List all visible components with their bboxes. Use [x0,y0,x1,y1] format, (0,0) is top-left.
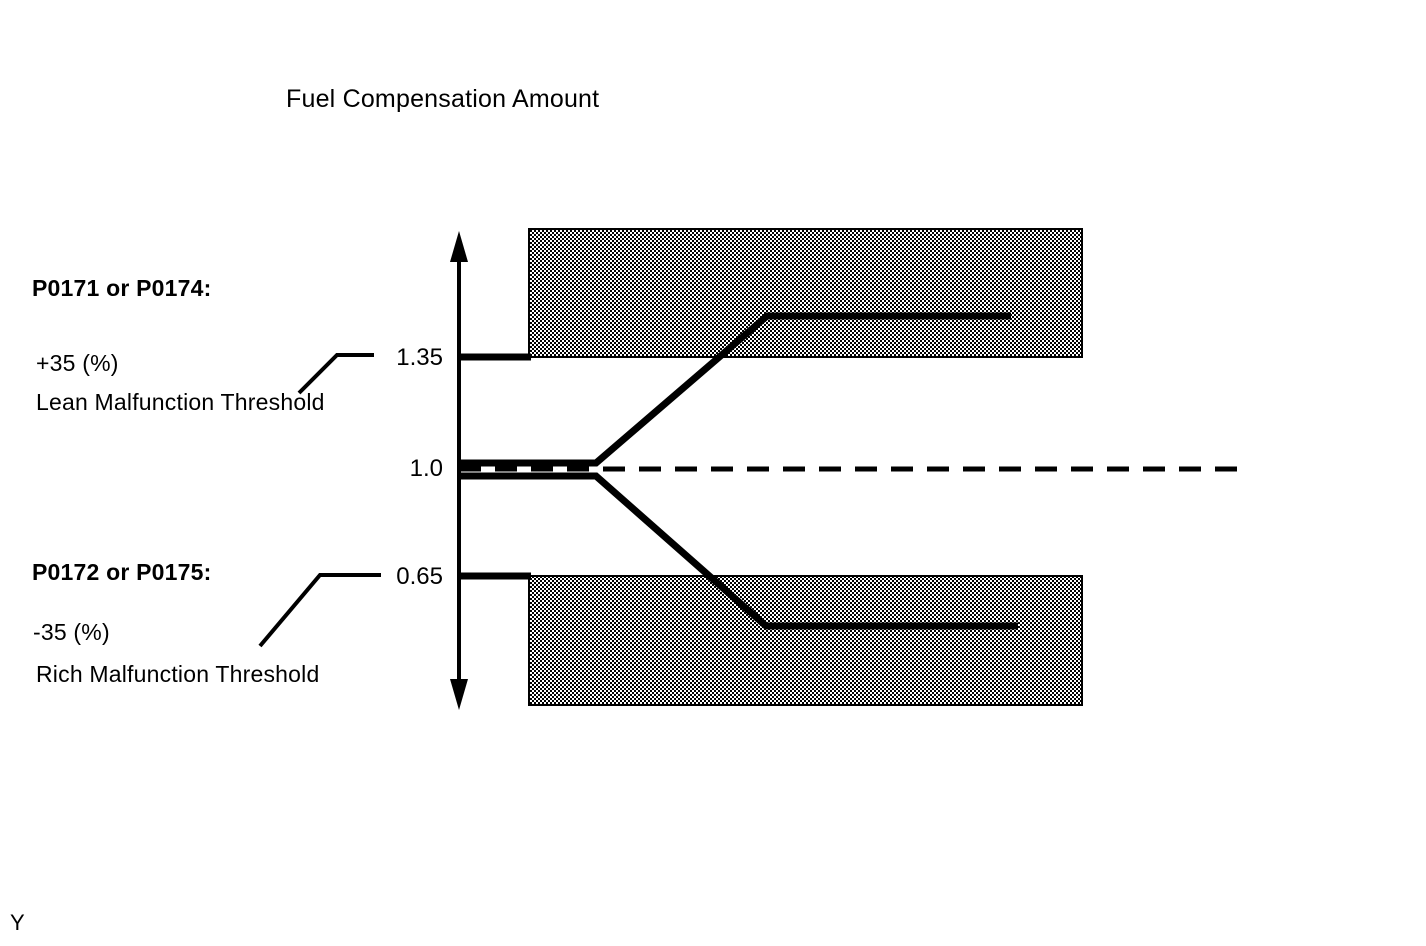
rich-dtc-code-label: P0172 or P0175: [32,559,212,585]
lean-dtc-code-label: P0171 or P0174: [32,275,212,301]
page-title: Fuel Compensation Amount [286,85,600,113]
rich-trace [459,472,1018,630]
lean-leader-line [297,353,374,395]
y-tick-label-middle: 1.0 [409,455,443,482]
lean-trace [459,312,1011,467]
stray-character: Y [10,910,25,935]
y-tick-label-lower: 0.65 [396,563,443,590]
y-axis-arrow-down [450,679,468,710]
rich-leader-line [258,573,381,648]
y-axis-arrow-up [450,231,468,262]
rich-malfunction-band [528,575,1083,706]
lean-percent-label: +35 (%) [36,350,119,376]
lean-malfunction-band [528,228,1083,358]
lean-threshold-description: Lean Malfunction Threshold [36,389,325,415]
rich-threshold-description: Rich Malfunction Threshold [36,661,320,687]
y-tick-label-upper: 1.35 [396,344,443,371]
rich-percent-label: -35 (%) [33,619,110,645]
